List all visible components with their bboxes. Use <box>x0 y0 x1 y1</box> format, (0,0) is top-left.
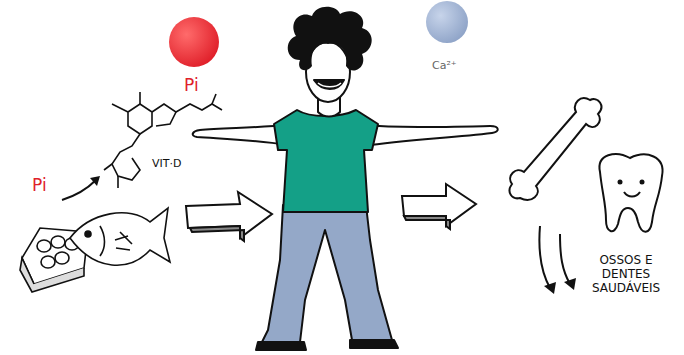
curved-arrow <box>539 226 570 288</box>
caption-note: OSSOS E DENTES SAUDÁVEIS <box>578 254 674 295</box>
element-symbol: Pi <box>184 76 199 96</box>
calcium-sphere <box>426 1 468 43</box>
bone <box>510 98 602 200</box>
arrow-head <box>544 282 556 294</box>
block-arrow <box>186 184 476 241</box>
arrow-head <box>90 176 100 186</box>
tooth <box>599 154 662 232</box>
hair <box>288 7 372 71</box>
vitamin-d-structure <box>104 92 222 188</box>
molecule-name: VIT·D <box>152 158 181 171</box>
element-symbol: Pi <box>32 176 47 196</box>
arrow-head <box>564 278 576 290</box>
curved-arrow <box>62 180 96 200</box>
phosphate-sphere <box>169 17 219 67</box>
element-symbol: Ca²⁺ <box>432 60 457 73</box>
fish <box>70 208 170 265</box>
